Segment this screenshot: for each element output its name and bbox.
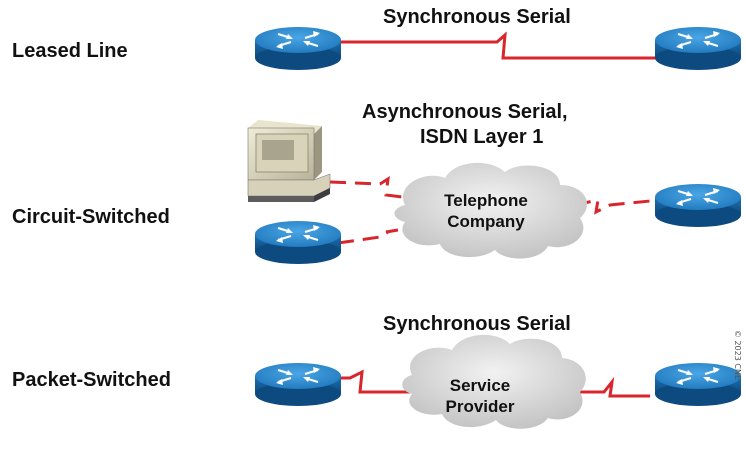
router-icon xyxy=(253,219,343,266)
router-icon xyxy=(653,361,743,408)
circuit-switched-label: Circuit-Switched xyxy=(12,206,170,228)
leased-line-label: Leased Line xyxy=(12,40,128,62)
leased-line-link xyxy=(298,31,700,60)
telephone-company-label-line1: Telephone xyxy=(444,191,528,210)
telephone-company-label-line2: Company xyxy=(447,212,525,231)
packet-switched-connection-title: Synchronous Serial xyxy=(383,313,571,335)
router-icon xyxy=(653,25,743,72)
circuit-switched-connection-title-line1: Asynchronous Serial, xyxy=(362,101,568,123)
service-provider-cloud-icon xyxy=(402,334,586,429)
circuit-switched-connection-title-line2: ISDN Layer 1 xyxy=(420,126,544,148)
router-icon xyxy=(653,182,743,229)
computer-icon xyxy=(247,120,331,202)
router-icon xyxy=(253,25,343,72)
router-icon xyxy=(253,361,343,408)
figure-id: © 2023 CNE xyxy=(733,329,742,380)
service-provider-label-line1: Service xyxy=(449,376,511,395)
service-provider-label-line2: Provider xyxy=(445,397,515,416)
telephone-company-cloud-icon xyxy=(394,162,588,259)
packet-switched-label: Packet-Switched xyxy=(12,369,171,391)
leased-line-connection-title: Synchronous Serial xyxy=(383,6,571,28)
circuit-switched-links xyxy=(329,176,661,245)
